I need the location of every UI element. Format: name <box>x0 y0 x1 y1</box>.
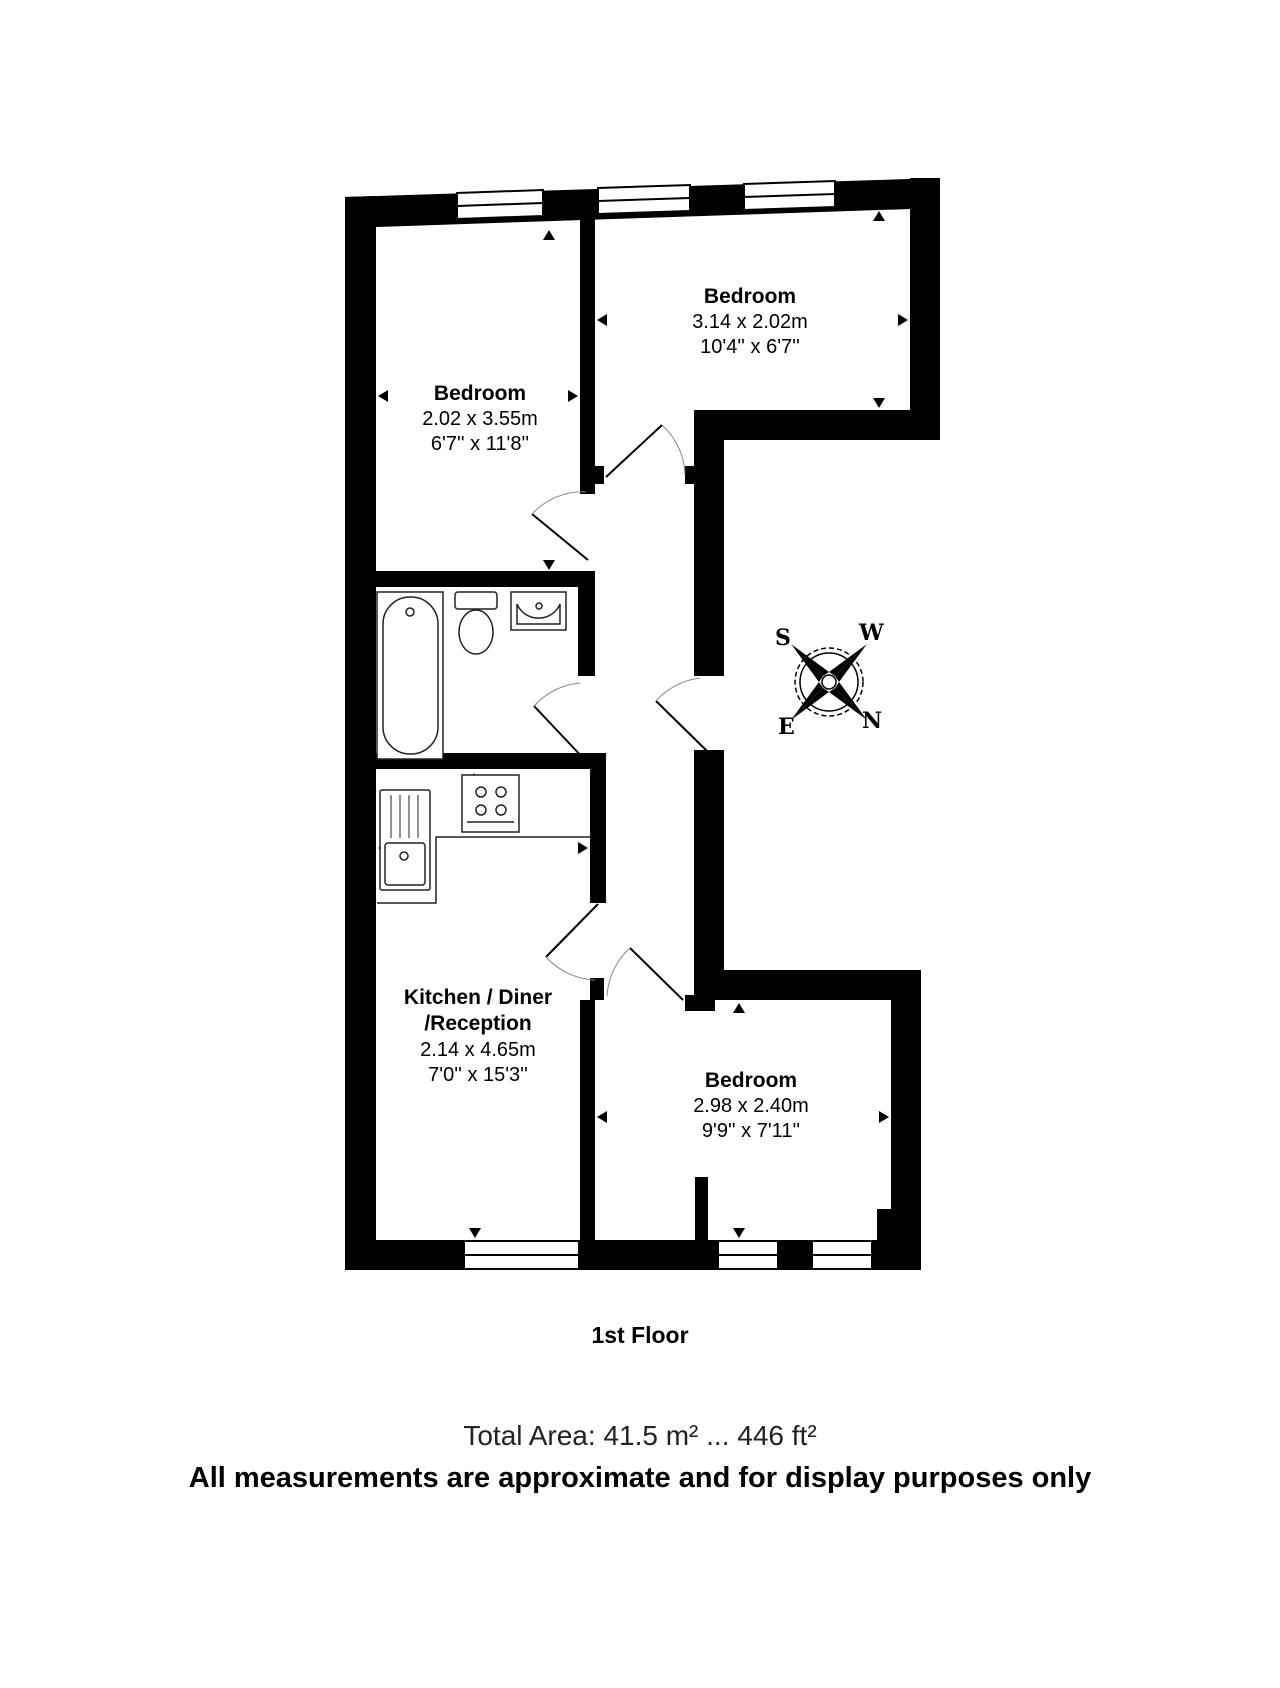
room-name: Bedroom <box>703 285 797 308</box>
room-name: Bedroom <box>433 382 527 405</box>
doors <box>531 424 708 1001</box>
compass-rose <box>791 644 867 720</box>
disclaimer: All measurements are approximate and for… <box>188 1462 1092 1494</box>
window-top-mid <box>597 183 691 216</box>
hob-icon <box>461 774 520 833</box>
room-dim-imperial: 6'7'' x 11'8'' <box>430 433 530 456</box>
room-label-kitchen: Kitchen / Diner /Reception 2.14 x 4.65m … <box>404 985 552 1088</box>
compass-label-w: W <box>859 620 884 646</box>
door-hall-side <box>655 677 708 752</box>
room-dim-metric: 2.14 x 4.65m <box>420 1038 536 1061</box>
room-dim-metric: 2.02 x 3.55m <box>422 408 538 431</box>
room-name: Kitchen / Diner <box>403 986 553 1009</box>
room-dim-imperial: 10'4'' x 6'7'' <box>700 336 800 359</box>
floor-label: 1st Floor <box>591 1322 689 1348</box>
door-kitchen <box>545 903 599 981</box>
window-top-right <box>743 179 836 212</box>
bath-icon <box>376 591 444 760</box>
door-bedroom-2 <box>605 424 686 478</box>
worktop-outline <box>377 836 590 904</box>
window-bottom-bed-2 <box>811 1240 873 1270</box>
room-dim-imperial: 9'9'' x 7'11'' <box>701 1120 801 1143</box>
room-dim-imperial: 7'0'' x 15'3'' <box>428 1063 528 1086</box>
door-bedroom-1 <box>531 491 589 561</box>
window-bottom-kitchen <box>463 1240 580 1270</box>
room-label-bedroom-2: Bedroom 3.14 x 2.02m 10'4'' x 6'7'' <box>692 284 808 360</box>
room-dim-metric: 2.98 x 2.40m <box>693 1095 809 1118</box>
room-label-bedroom-1: Bedroom 2.02 x 3.55m 6'7'' x 11'8'' <box>422 381 538 457</box>
room-name-line2: /Reception <box>424 1012 532 1036</box>
compass-label-e: E <box>778 714 795 740</box>
compass-label-n: N <box>862 708 883 734</box>
room-dim-metric: 3.14 x 2.02m <box>692 311 808 334</box>
total-area: Total Area: 41.5 m² ... 446 ft² <box>463 1420 817 1451</box>
door-bedroom-3 <box>606 947 684 1001</box>
room-name: Bedroom <box>704 1069 798 1092</box>
compass-label-s: S <box>775 625 791 651</box>
windows <box>456 179 873 1270</box>
room-label-bedroom-3: Bedroom 2.98 x 2.40m 9'9'' x 7'11'' <box>693 1068 809 1144</box>
window-top-left <box>456 188 544 221</box>
sink-icon <box>379 789 431 891</box>
window-bottom-bed-1 <box>717 1240 779 1270</box>
basin-icon <box>510 591 567 631</box>
fixtures <box>376 591 590 904</box>
door-bathroom <box>533 682 586 761</box>
toilet-icon <box>454 591 498 655</box>
